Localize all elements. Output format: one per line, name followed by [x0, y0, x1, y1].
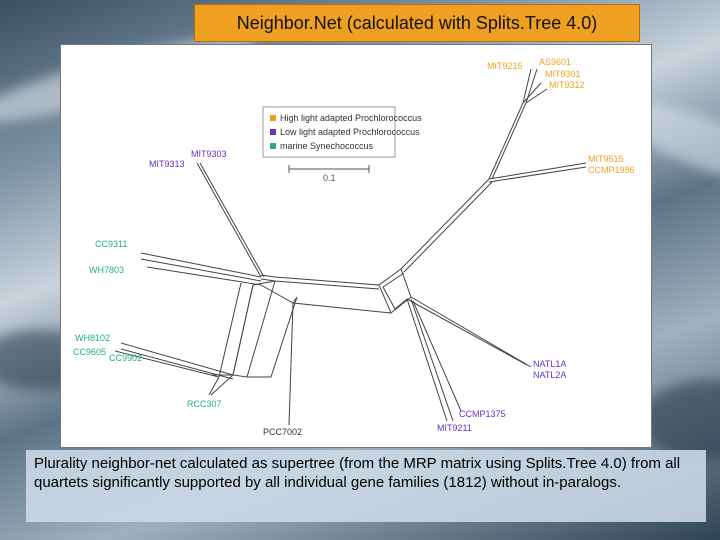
legend: High light adapted Prochlorococcus Low l… [262, 106, 422, 158]
legend-swatch-high-light [270, 115, 276, 121]
taxon-pcc7002: PCC7002 [263, 427, 302, 437]
taxon-cc9605: CC9605 [73, 347, 106, 357]
legend-label-synechococcus: marine Synechococcus [280, 141, 374, 151]
taxon-natl2a: NATL2A [533, 370, 566, 380]
taxon-rcc307: RCC307 [187, 399, 222, 409]
taxon-ccmp1375: CCMP1375 [459, 409, 506, 419]
taxon-mit9312: MIT9312 [549, 80, 585, 90]
slide-title: Neighbor.Net (calculated with Splits.Tre… [194, 4, 640, 42]
legend-label-high-light: High light adapted Prochlorococcus [280, 113, 422, 123]
legend-label-low-light: Low light adapted Prochlorococcus [280, 127, 420, 137]
legend-swatch-synechococcus [270, 143, 276, 149]
taxon-mit9211: MIT9211 [437, 423, 472, 433]
taxon-mit9301: MIT9301 [545, 69, 581, 79]
taxon-wh7803: WH7803 [89, 265, 124, 275]
scale-bar: 0.1 [288, 165, 370, 183]
scale-label: 0.1 [323, 173, 336, 183]
network-diagram-panel: High light adapted Prochlorococcus Low l… [60, 44, 652, 448]
taxon-ccmp1986: CCMP1986 [588, 165, 635, 175]
legend-swatch-low-light [270, 129, 276, 135]
taxon-natl1a: NATL1A [533, 359, 566, 369]
splits-network: High light adapted Prochlorococcus Low l… [73, 57, 635, 437]
taxon-mit9215: MIT9215 [487, 61, 523, 71]
taxon-mit9515: MIT9515 [588, 154, 624, 164]
taxon-cc9902: CC9902 [109, 353, 142, 363]
taxon-as9601: AS9601 [539, 57, 571, 67]
taxon-cc9311: CC9311 [95, 239, 127, 249]
slide-caption: Plurality neighbor-net calculated as sup… [26, 450, 706, 522]
taxon-mit9313: MIT9313 [149, 159, 185, 169]
taxon-wh8102: WH8102 [75, 333, 110, 343]
taxon-mit9303: MIT9303 [191, 149, 227, 159]
